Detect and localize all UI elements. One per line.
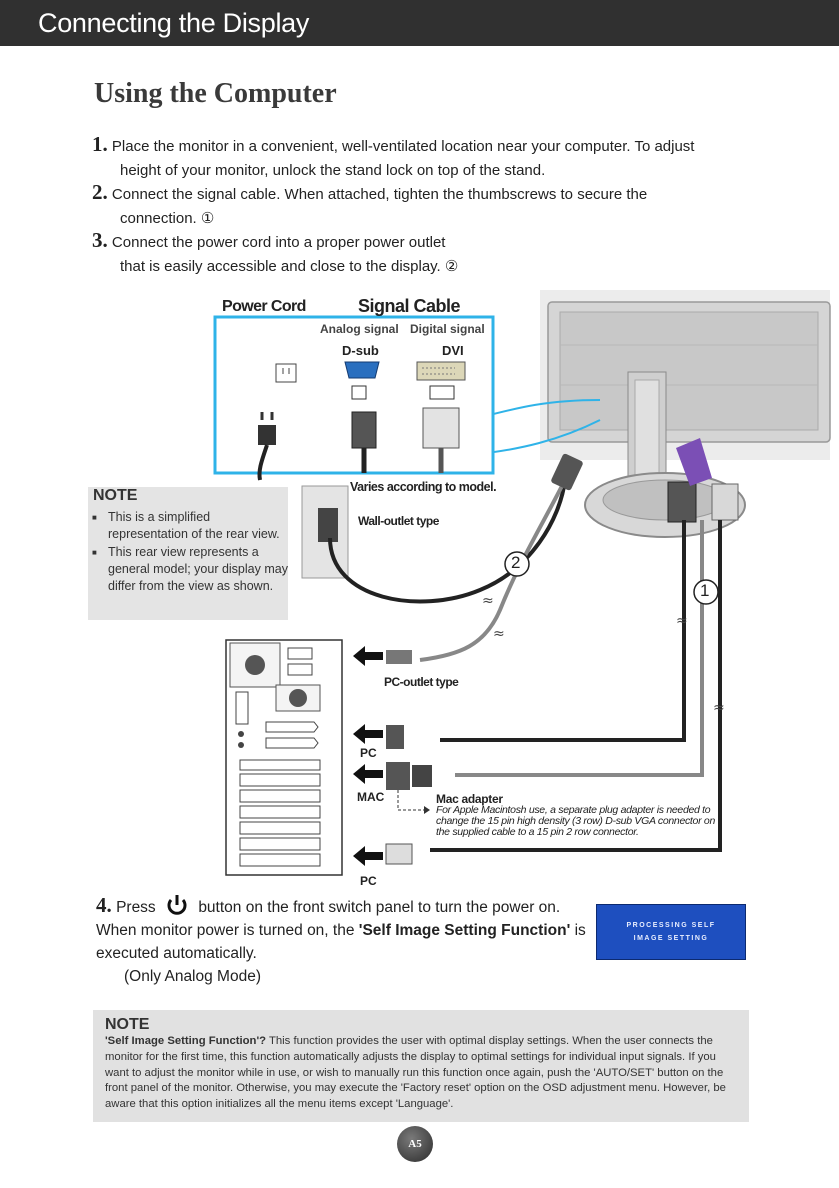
step4-text-c: is executed automatically. [96,922,586,962]
wall-outlet-label: Wall-outlet type [358,514,439,528]
osd-processing-screen: PROCESSING SELF IMAGE SETTING [596,904,746,960]
note-box-rear-view: NOTE This is a simplified representation… [88,487,288,620]
dsub-label: D-sub [342,343,379,358]
note-heading: NOTE [93,487,138,504]
note-text: 'Self Image Setting Function'? This func… [105,1034,741,1113]
note-bold: 'Self Image Setting Function'? [105,1035,267,1047]
page-number-badge: A5 [397,1126,433,1162]
callout-2: 2 [511,553,521,572]
step4-bold: 'Self Image Setting Function' [358,922,571,939]
step-2: 2. Connect the signal cable. When attach… [92,180,647,231]
monitor-rear-illustration [547,301,831,538]
step-4: 4. Press button on the front switch pane… [96,894,586,988]
mac-adapter-text: For Apple Macintosh use, a separate plug… [436,804,715,838]
step-number: 1. [92,132,108,156]
step-text: Connect the power cord into a proper pow… [111,234,446,251]
note-list: This is a simplified representation of t… [92,509,292,596]
varies-label: Varies according to model. [350,480,497,494]
step-text: Connect the signal cable. When attached,… [111,186,648,203]
step-number: 4. [96,893,112,917]
osd-line-1: PROCESSING SELF [626,922,716,929]
note-item: This rear view represents a general mode… [92,544,292,595]
svg-text:≈: ≈ [493,626,505,642]
step-text-cont: that is easily accessible and close to t… [120,258,459,275]
step-1: 1. Place the monitor in a convenient, we… [92,132,694,183]
page-header-title: Connecting the Display [38,8,310,38]
step4-text-b: button on the front switch panel to turn… [96,899,561,939]
power-icon [167,895,187,915]
dvi-label: DVI [442,343,464,358]
svg-text:≈: ≈ [482,593,494,609]
signal-cable-label: Signal Cable [358,296,461,316]
step4-sub: (Only Analog Mode) [124,968,261,985]
note-body: This function provides the user with opt… [105,1035,726,1111]
note-box-self-image: NOTE 'Self Image Setting Function'? This… [93,1010,749,1122]
pc-label-1: PC [360,746,377,760]
digital-signal-label: Digital signal [410,322,485,336]
step-text: Place the monitor in a convenient, well-… [111,138,695,155]
step-number: 3. [92,228,108,252]
mac-adapter-title: Mac adapter [436,792,503,806]
header-bar: Connecting the Display [0,0,839,46]
svg-text:≈: ≈ [676,613,688,629]
note-item: This is a simplified representation of t… [92,509,292,543]
pc-tower-illustration [225,639,343,876]
note-heading: NOTE [105,1016,150,1033]
analog-signal-label: Analog signal [320,322,399,336]
osd-line-2: IMAGE SETTING [633,935,709,942]
step4-text-a: Press [116,899,156,916]
step-3: 3. Connect the power cord into a proper … [92,228,458,279]
pc-label-2: PC [360,874,377,888]
step-text-cont: height of your monitor, unlock the stand… [120,162,546,179]
pc-outlet-label: PC-outlet type [384,675,459,689]
mac-label: MAC [357,790,385,804]
svg-text:≈: ≈ [713,700,725,716]
power-cord-label: Power Cord [222,298,306,315]
section-title: Using the Computer [94,78,337,109]
step-number: 2. [92,180,108,204]
callout-1: 1 [700,581,710,600]
step-text-cont: connection. ① [120,210,215,227]
